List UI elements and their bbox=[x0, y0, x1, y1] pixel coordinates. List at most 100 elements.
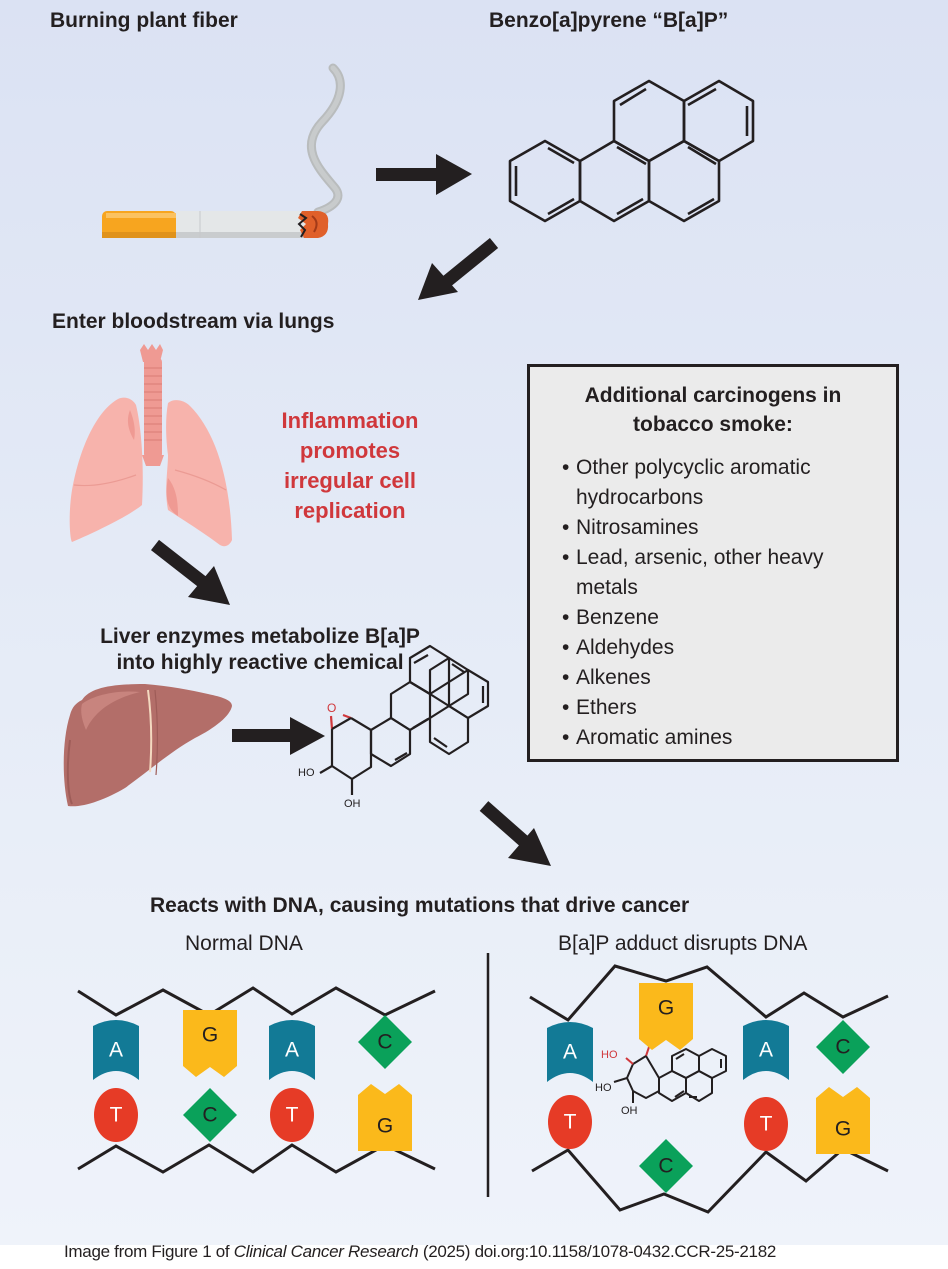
inflammation-line: irregular cell bbox=[283, 468, 417, 493]
carcinogens-box-title: Additional carcinogens in tobacco smoke: bbox=[530, 381, 896, 439]
adenine-base: A bbox=[743, 1020, 789, 1080]
guanine-shape bbox=[639, 983, 693, 1050]
carcinogens-list: Other polycyclic aromatic hydrocarbons N… bbox=[558, 453, 876, 753]
adenine-shape bbox=[743, 1020, 789, 1080]
guanine-base: G bbox=[816, 1087, 870, 1154]
hydroxyl-label: OH bbox=[344, 798, 361, 810]
bpde-structure-icon bbox=[319, 644, 490, 795]
guanine-base: G bbox=[639, 983, 693, 1050]
carcinogen-item: Aldehydes bbox=[558, 633, 876, 663]
adenine-shape bbox=[269, 1020, 315, 1080]
thymine-shape bbox=[270, 1088, 314, 1142]
cytosine-base: C bbox=[358, 1015, 412, 1069]
base-letter: G bbox=[658, 997, 674, 1020]
liver-label-line: into highly reactive chemical bbox=[116, 651, 404, 674]
base-letter: A bbox=[285, 1039, 299, 1062]
thymine-shape bbox=[548, 1095, 592, 1149]
right-lung bbox=[166, 400, 232, 547]
inflammation-note: Inflammation promotes irregular cell rep… bbox=[240, 406, 460, 526]
carcinogen-item: Alkenes bbox=[558, 663, 876, 693]
benzopyrene-structure-icon bbox=[508, 79, 755, 223]
step-bap-label: Benzo[a]pyrene “B[a]P” bbox=[489, 9, 729, 32]
thymine-base: T bbox=[548, 1095, 592, 1149]
arrow-down-left-icon bbox=[418, 237, 499, 300]
left-lung bbox=[69, 397, 143, 542]
base-letter: T bbox=[110, 1104, 123, 1127]
carcinogen-item: Benzene bbox=[558, 603, 876, 633]
step-dna-label: Reacts with DNA, causing mutations that … bbox=[150, 894, 690, 917]
guanine-base: G bbox=[183, 1010, 237, 1077]
hydroxyl-label: HO bbox=[595, 1082, 612, 1094]
adduct-dna-diagram bbox=[529, 964, 889, 1214]
carcinogen-item: Ethers bbox=[558, 693, 876, 723]
base-letter: T bbox=[760, 1113, 773, 1136]
guanine-shape bbox=[358, 1084, 412, 1151]
thymine-shape bbox=[94, 1088, 138, 1142]
box-title-line: tobacco smoke: bbox=[633, 413, 793, 436]
arrow-down-right-icon bbox=[151, 539, 230, 605]
step-burning-label: Burning plant fiber bbox=[50, 9, 238, 32]
step-liver-label: Liver enzymes metabolize B[a]P into high… bbox=[60, 624, 460, 676]
cytosine-base: C bbox=[816, 1020, 870, 1074]
credit-prefix: Image from Figure 1 of bbox=[64, 1242, 234, 1261]
arrow-right-icon bbox=[232, 717, 325, 755]
base-letter: G bbox=[377, 1115, 393, 1138]
base-letter: T bbox=[564, 1111, 577, 1134]
cytosine-base: C bbox=[639, 1139, 693, 1193]
base-letter: G bbox=[202, 1024, 218, 1047]
cytosine-shape bbox=[183, 1088, 237, 1142]
step-bloodstream-label: Enter bloodstream via lungs bbox=[52, 310, 335, 333]
base-letter: A bbox=[759, 1039, 773, 1062]
cytosine-shape bbox=[816, 1020, 870, 1074]
box-title-line: Additional carcinogens in bbox=[584, 384, 842, 407]
inflammation-line: promotes bbox=[299, 438, 401, 463]
guanine-shape bbox=[183, 1010, 237, 1077]
base-letter: C bbox=[377, 1031, 392, 1054]
thymine-shape bbox=[744, 1097, 788, 1151]
carcinogen-item: Aromatic amines bbox=[558, 723, 876, 753]
carcinogens-box: Additional carcinogens in tobacco smoke:… bbox=[527, 364, 899, 762]
lungs-icon bbox=[69, 344, 232, 547]
hydroxyl-label: OH bbox=[621, 1105, 638, 1117]
guanine-base: G bbox=[358, 1084, 412, 1151]
cytosine-base: C bbox=[183, 1088, 237, 1142]
base-letter: A bbox=[563, 1041, 577, 1064]
arrow-right-icon bbox=[376, 154, 472, 195]
base-letter: C bbox=[202, 1104, 217, 1127]
base-letter: C bbox=[835, 1036, 850, 1059]
base-letter: C bbox=[658, 1155, 673, 1178]
base-letter: A bbox=[109, 1039, 123, 1062]
liver-icon bbox=[63, 684, 233, 807]
adenine-shape bbox=[93, 1020, 139, 1080]
inflammation-line: Inflammation bbox=[281, 408, 419, 433]
credit-journal: Clinical Cancer Research bbox=[233, 1242, 419, 1261]
cigarette-icon bbox=[102, 63, 345, 238]
base-letter: T bbox=[286, 1104, 299, 1127]
dna-backbone-top bbox=[77, 986, 436, 1017]
carcinogen-item: Other polycyclic aromatic hydrocarbons bbox=[558, 453, 876, 513]
thymine-base: T bbox=[270, 1088, 314, 1142]
hydroxyl-label: HO bbox=[298, 767, 315, 779]
adenine-base: A bbox=[93, 1020, 139, 1080]
bap-adduct-structure-icon bbox=[613, 1043, 727, 1103]
cytosine-shape bbox=[358, 1015, 412, 1069]
dna-backbone-bottom bbox=[531, 1147, 889, 1214]
adenine-base: A bbox=[547, 1022, 593, 1082]
dna-backbone-top bbox=[529, 964, 889, 1022]
inflammation-line: replication bbox=[294, 498, 406, 523]
carcinogen-item: Lead, arsenic, other heavy metals bbox=[558, 543, 826, 603]
liver-label-line: Liver enzymes metabolize B[a]P bbox=[100, 625, 420, 648]
normal-dna-title: Normal DNA bbox=[185, 932, 303, 955]
adenine-shape bbox=[547, 1022, 593, 1082]
base-letter: G bbox=[835, 1118, 851, 1141]
dna-backbone-bottom bbox=[77, 1143, 436, 1174]
adduct-dna-title: B[a]P adduct disrupts DNA bbox=[558, 932, 808, 955]
thymine-base: T bbox=[94, 1088, 138, 1142]
figure-credit: Image from Figure 1 of Clinical Cancer R… bbox=[64, 1241, 776, 1263]
normal-dna-diagram bbox=[77, 986, 436, 1174]
cytosine-shape bbox=[639, 1139, 693, 1193]
arrow-down-right-icon bbox=[479, 801, 551, 866]
guanine-shape bbox=[816, 1087, 870, 1154]
